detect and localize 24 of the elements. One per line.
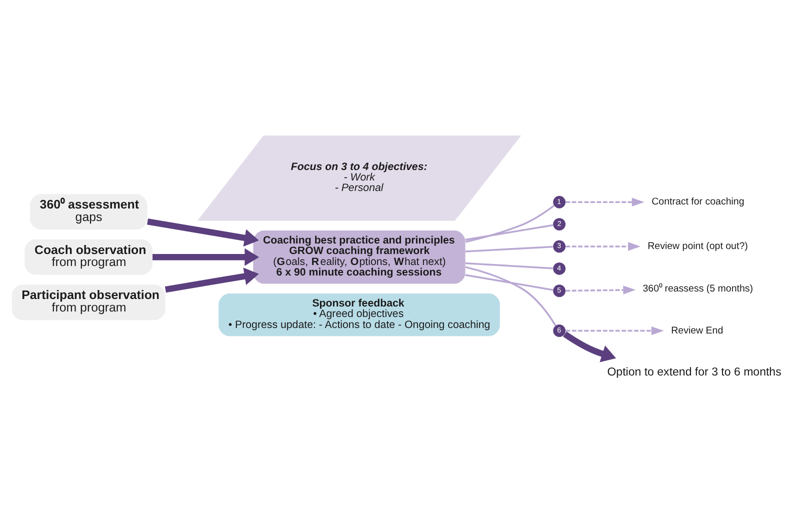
arrow <box>566 242 641 251</box>
node-text: Option to extend for 3 to 6 months <box>607 366 782 378</box>
connector <box>465 224 554 241</box>
connector <box>465 266 556 326</box>
connector <box>465 274 554 291</box>
arrow <box>147 218 259 247</box>
node-box: 360⁰ assessment gaps <box>30 194 148 230</box>
node-box: Coach observation from program <box>24 239 153 275</box>
arrow <box>563 331 616 362</box>
arrow <box>566 326 664 336</box>
node-text: 360⁰ reassess (5 months) <box>642 284 754 295</box>
node-box: Sponsor feedback • Agreed objectives • Progress update: - Actions to date - Ongoing coaching <box>218 294 500 336</box>
arrow <box>566 286 636 294</box>
connector <box>465 204 554 243</box>
node-text: Review point (opt out?) <box>648 240 748 252</box>
connector <box>465 246 553 252</box>
node-text: Contract for coaching <box>652 196 744 208</box>
connector <box>465 262 553 270</box>
arrow <box>566 198 644 206</box>
arrow <box>164 268 259 293</box>
node-box: Participant observation from program <box>12 284 166 320</box>
arrow <box>152 248 260 266</box>
node-box: Coaching best practice and principles GROW coaching framework (Goals, Reality, Options, What next) 6 x 90 minute coaching sessions <box>253 230 466 284</box>
node-text: Review End <box>671 325 724 336</box>
